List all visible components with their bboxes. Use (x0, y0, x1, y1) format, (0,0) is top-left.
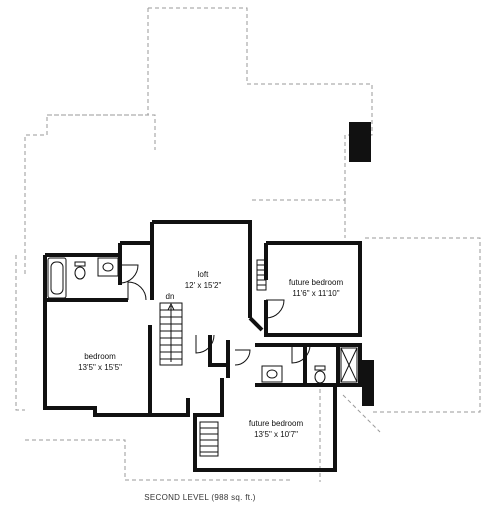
future-bedroom-1-dims: 11'6" x 11'10" (292, 289, 339, 298)
closets (199, 259, 267, 457)
stair (159, 302, 183, 366)
door-swings (119, 264, 311, 366)
plan-caption: SECOND LEVEL (988 sq. ft.) (144, 493, 256, 502)
chimney-upper (349, 122, 371, 162)
toilet (74, 266, 86, 280)
bath-fixtures (47, 257, 358, 384)
bedroom-dims: 13'5" x 15'5" (78, 363, 122, 372)
chimney-lower (362, 360, 374, 406)
lower-roof-outline (15, 7, 481, 482)
future-bedroom-1-name: future bedroom (289, 278, 344, 287)
sink (102, 262, 114, 272)
stair-down-label: dn (166, 292, 175, 301)
walls (43, 220, 362, 472)
loft-dims: 12' x 15'2" (185, 281, 222, 290)
loft-name: loft (198, 270, 209, 279)
future-bedroom-2-dims: 13'5" x 10'7" (254, 430, 298, 439)
bedroom-name: bedroom (84, 352, 116, 361)
future-bedroom-2-name: future bedroom (249, 419, 304, 428)
